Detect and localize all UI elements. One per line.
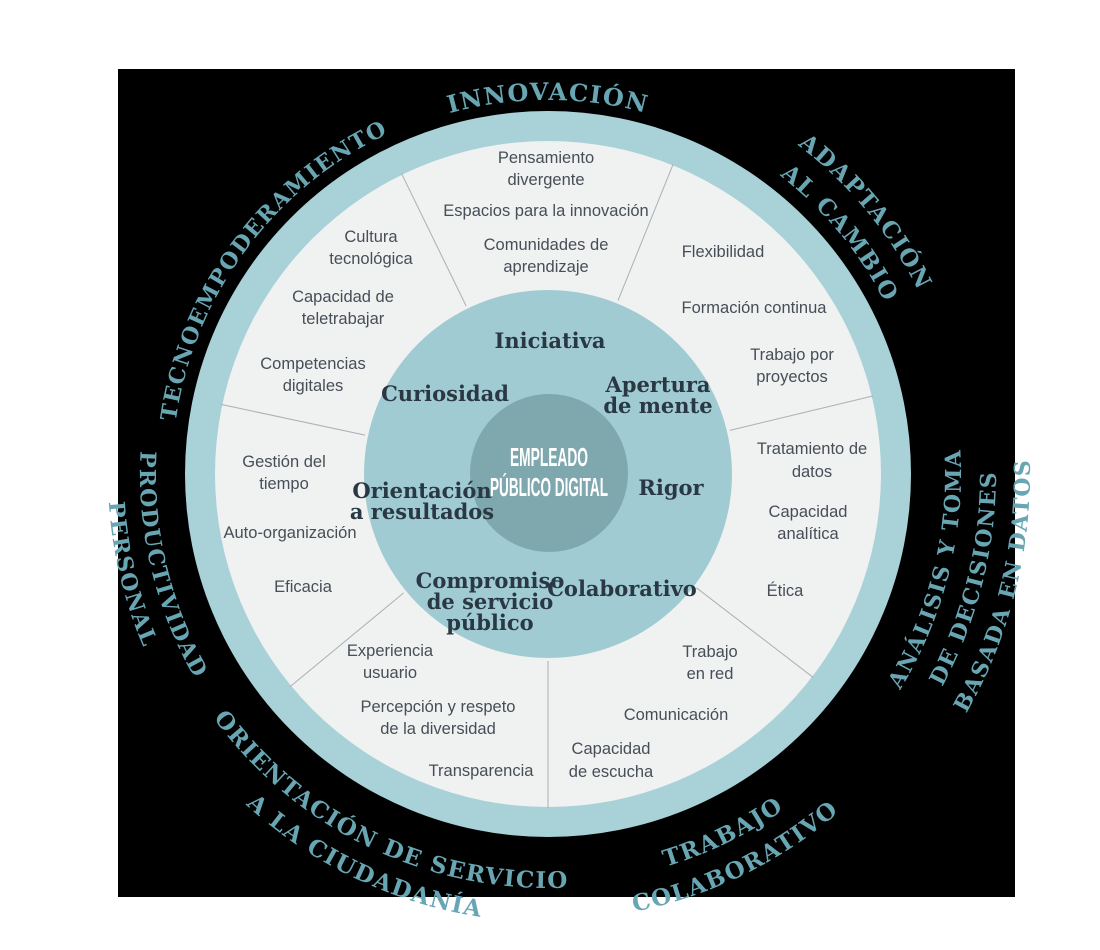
skill-capacidad-analitica-line2: analítica (777, 525, 839, 543)
skill-percepcion-diversidad-line2: de la diversidad (380, 720, 496, 738)
skill-etica: Ética (767, 581, 805, 600)
skill-percepcion-diversidad-line1: Percepción y respeto (360, 698, 515, 716)
skill-trabajo-red-line2: en red (687, 665, 734, 683)
skill-pensamiento-divergente-line1: Pensamiento (498, 149, 594, 167)
skill-eficacia: Eficacia (274, 578, 333, 596)
center-title-line1: EMPLEADO (510, 442, 588, 472)
trait-compromiso-line1: Compromiso (416, 568, 565, 593)
skill-tratamiento-datos-line2: datos (792, 463, 832, 481)
skills-orientacion: Experiencia usuario Percepción y respeto… (347, 642, 534, 780)
trait-labels: Iniciativa Apertura de mente Rigor Colab… (350, 328, 713, 635)
divider-productividad-tecno (221, 404, 366, 436)
trait-compromiso-line3: público (446, 610, 533, 635)
skill-tratamiento-datos-line1: Tratamiento de (757, 440, 867, 458)
skill-pensamiento-divergente-line2: divergente (507, 171, 584, 189)
skill-teletrabajar-line1: Capacidad de (292, 288, 394, 306)
core-circle (470, 394, 628, 552)
skill-capacidad-escucha-line1: Capacidad (572, 740, 651, 758)
skills-adaptacion: Flexibilidad Formación continua Trabajo … (682, 243, 835, 386)
center-title-line2: PÚBLICO DIGITAL (490, 472, 608, 502)
skill-capacidad-analitica-line1: Capacidad (769, 503, 848, 521)
skill-formacion-continua: Formación continua (682, 299, 828, 317)
divider-innovacion-adaptacion (617, 164, 674, 301)
skill-transparencia: Transparencia (429, 762, 535, 780)
skill-cultura-tecnologica-line1: Cultura (344, 228, 398, 246)
skill-competencias-digitales-line1: Competencias (260, 355, 365, 373)
skill-trabajo-proyectos-line2: proyectos (756, 368, 828, 386)
trait-orientacion-line1: Orientación (352, 478, 491, 503)
divider-tecno-innovacion (401, 173, 467, 307)
trait-colaborativo: Colaborativo (547, 576, 697, 601)
skills-tecnoempoderamiento: Cultura tecnológica Capacidad de teletra… (260, 228, 413, 395)
skill-trabajo-red-line1: Trabajo (682, 643, 737, 661)
trait-curiosidad: Curiosidad (381, 381, 509, 406)
skill-espacios-innovacion: Espacios para la innovación (443, 202, 648, 220)
trait-iniciativa: Iniciativa (495, 328, 606, 353)
skill-capacidad-escucha-line2: de escucha (569, 763, 654, 781)
trait-rigor: Rigor (638, 475, 704, 500)
skill-comunidades-line2: aprendizaje (503, 258, 588, 276)
skill-cultura-tecnologica-line2: tecnológica (329, 250, 413, 268)
skill-experiencia-usuario-line2: usuario (363, 664, 417, 682)
skills-innovacion: Pensamiento divergente Espacios para la … (443, 149, 648, 276)
trait-orientacion-line2: a resultados (350, 499, 494, 524)
divider-orientacion-productividad (289, 592, 405, 687)
skills-trabajo: Trabajo en red Comunicación Capacidad de… (569, 643, 738, 781)
skill-flexibilidad: Flexibilidad (682, 243, 765, 261)
skill-auto-organizacion: Auto-organización (224, 524, 357, 542)
trait-apertura-line1: Apertura (604, 372, 710, 397)
skill-gestion-tiempo-line2: tiempo (259, 475, 309, 493)
skill-comunicacion: Comunicación (624, 706, 729, 724)
divider-adaptacion-analisis (729, 395, 873, 431)
trait-apertura-line2: de mente (603, 393, 712, 418)
skill-trabajo-proyectos-line1: Trabajo por (750, 346, 834, 364)
trait-compromiso-line2: de servicio (427, 589, 554, 614)
center-title: EMPLEADO PÚBLICO DIGITAL (490, 442, 608, 502)
skills-analisis: Tratamiento de datos Capacidad analítica… (757, 440, 867, 600)
skills-productividad: Gestión del tiempo Auto-organización Efi… (224, 453, 357, 596)
divider-analisis-trabajo (696, 587, 814, 678)
skill-experiencia-usuario-line1: Experiencia (347, 642, 434, 660)
skill-teletrabajar-line2: teletrabajar (302, 310, 385, 328)
skill-comunidades-line1: Comunidades de (484, 236, 609, 254)
skill-competencias-digitales-line2: digitales (283, 377, 344, 395)
skill-gestion-tiempo-line1: Gestión del (242, 453, 325, 471)
sector-dividers (221, 164, 873, 808)
